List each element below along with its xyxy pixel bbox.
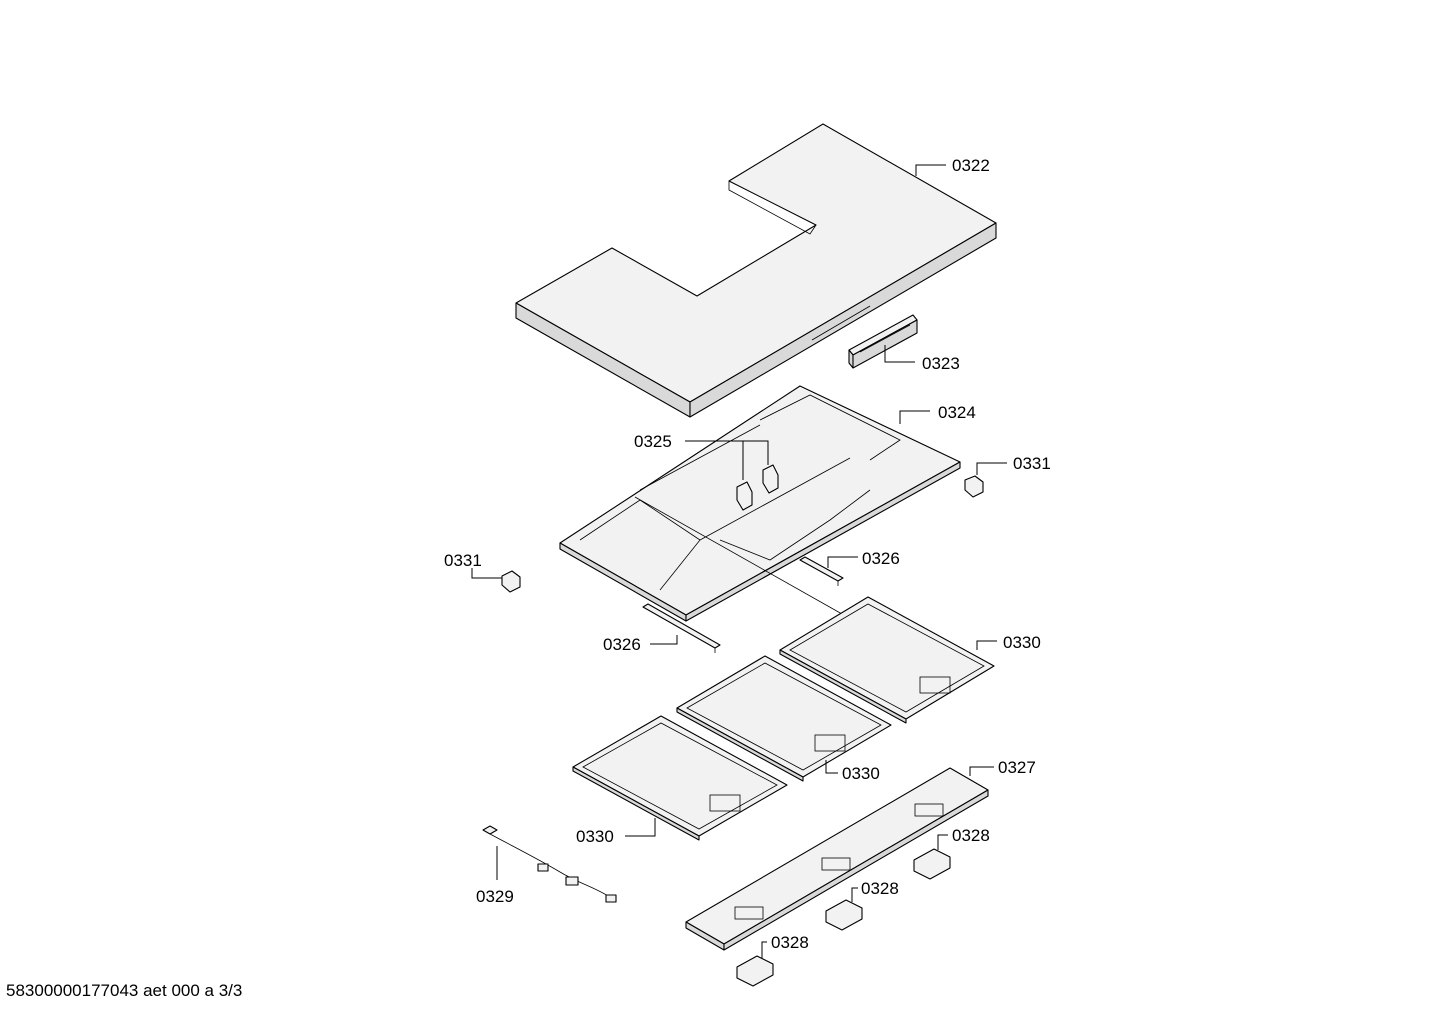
callout-0327: 0327	[998, 758, 1036, 777]
callout-0330-left: 0330	[576, 827, 614, 846]
callout-0326-left: 0326	[603, 635, 641, 654]
part-0328-connector-left[interactable]	[736, 955, 774, 987]
part-0330-filter-middle[interactable]	[676, 655, 892, 782]
callout-0328-left: 0328	[771, 933, 809, 952]
part-0323-light-module[interactable]	[848, 314, 918, 369]
callout-0322: 0322	[952, 156, 990, 175]
part-0322-top-cover[interactable]	[515, 123, 997, 418]
callout-0323: 0323	[922, 354, 960, 373]
part-0325-bracket-right[interactable]	[762, 464, 779, 494]
part-0330-filter-right[interactable]	[779, 596, 995, 724]
part-0327-bottom-panel[interactable]	[685, 767, 989, 951]
part-0330-filter-left[interactable]	[572, 715, 788, 841]
part-0329-cable-harness[interactable]	[482, 825, 617, 903]
part-0325-bracket-left[interactable]	[736, 481, 753, 511]
callout-0331-right: 0331	[1013, 454, 1051, 473]
part-0328-connector-right[interactable]	[913, 848, 951, 880]
callout-0328-middle: 0328	[861, 879, 899, 898]
callout-0330-middle: 0330	[842, 764, 880, 783]
callout-0329: 0329	[476, 887, 514, 906]
part-0326-rail-right[interactable]	[799, 556, 844, 586]
drawing-reference: 58300000177043 aet 000 a 3/3	[6, 981, 243, 1000]
callout-0325: 0325	[634, 432, 672, 451]
part-0326-rail-left[interactable]	[642, 603, 721, 653]
part-0328-connector-middle[interactable]	[825, 899, 863, 931]
part-0331-knob-right[interactable]	[964, 475, 984, 498]
leader-lines	[471, 164, 1007, 958]
part-0324-inner-frame[interactable]	[559, 385, 961, 628]
callout-0326-right: 0326	[862, 549, 900, 568]
callout-0330-right: 0330	[1003, 633, 1041, 652]
part-0331-knob-left[interactable]	[501, 570, 521, 593]
callout-0328-right: 0328	[952, 826, 990, 845]
callout-0331-left: 0331	[444, 551, 482, 570]
callout-0324: 0324	[938, 403, 976, 422]
